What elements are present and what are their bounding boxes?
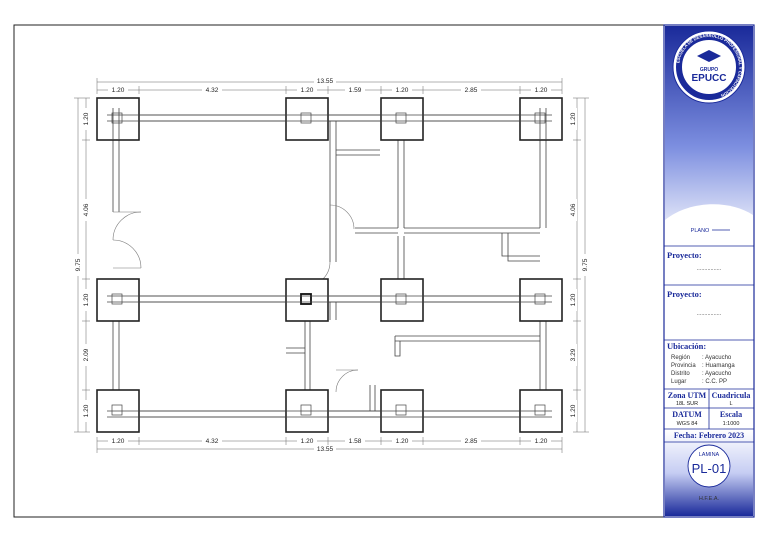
author-initials: H.F.E.A. bbox=[699, 496, 720, 502]
dim-total-right: 9.75 bbox=[582, 258, 589, 271]
dim-total-bottom: 13.55 bbox=[317, 446, 334, 453]
svg-text:1.20: 1.20 bbox=[570, 404, 577, 417]
svg-text:1:1000: 1:1000 bbox=[723, 421, 740, 427]
dims-top: 13.55 1.20 4.32 1.20 1.59 1.20 2.85 1.20 bbox=[108, 77, 551, 94]
svg-text:: Huamanga: : Huamanga bbox=[702, 363, 735, 369]
lamina-number: PL-01 bbox=[692, 461, 727, 476]
svg-text:3.29: 3.29 bbox=[570, 348, 577, 361]
dims-left: 1.20 4.06 1.20 2.09 1.20 9.75 bbox=[74, 108, 90, 422]
dims-right: 1.20 4.06 1.20 3.29 1.20 9.75 bbox=[569, 108, 589, 422]
svg-text:Escala: Escala bbox=[720, 410, 742, 419]
svg-text:4.32: 4.32 bbox=[206, 87, 219, 94]
svg-text:: C.C. PP: : C.C. PP bbox=[702, 379, 727, 385]
svg-text:1.20: 1.20 bbox=[570, 293, 577, 306]
svg-text:1.20: 1.20 bbox=[83, 293, 90, 306]
svg-text:: Ayacucho: : Ayacucho bbox=[702, 371, 732, 377]
svg-text:1.20: 1.20 bbox=[396, 438, 409, 445]
svg-text:1.20: 1.20 bbox=[112, 87, 125, 94]
dimension-lines bbox=[74, 78, 589, 453]
title-block: ESCUELA DE DESARROLLO PROFESIONAL Y CAPA… bbox=[663, 24, 755, 518]
svg-text:Cuadricula: Cuadricula bbox=[712, 391, 751, 400]
epucc-logo: ESCUELA DE DESARROLLO PROFESIONAL Y CAPA… bbox=[672, 30, 746, 104]
svg-text:2.85: 2.85 bbox=[465, 438, 478, 445]
svg-text:DATUM: DATUM bbox=[672, 410, 702, 419]
lamina-circle bbox=[687, 444, 731, 488]
svg-text:1.20: 1.20 bbox=[301, 87, 314, 94]
footings bbox=[96, 97, 563, 433]
svg-text:Lugar: Lugar bbox=[671, 379, 686, 385]
svg-text:1.20: 1.20 bbox=[535, 87, 548, 94]
svg-text:Provincia: Provincia bbox=[671, 363, 696, 369]
fecha-text: Fecha: Febrero 2023 bbox=[674, 431, 744, 440]
svg-text:Distrito: Distrito bbox=[671, 371, 690, 377]
svg-text:1.20: 1.20 bbox=[83, 404, 90, 417]
svg-text:1.58: 1.58 bbox=[349, 438, 362, 445]
graduation-cap-icon bbox=[697, 50, 721, 62]
svg-text:1.20: 1.20 bbox=[535, 438, 548, 445]
svg-text:2.85: 2.85 bbox=[465, 87, 478, 94]
svg-text:1.59: 1.59 bbox=[349, 87, 362, 94]
svg-text:2.09: 2.09 bbox=[83, 348, 90, 361]
svg-text:L: L bbox=[729, 401, 732, 407]
svg-text:GRUPO: GRUPO bbox=[700, 67, 718, 73]
svg-text:Zona UTM: Zona UTM bbox=[668, 391, 707, 400]
ubicacion-label: Ubicación: bbox=[667, 341, 706, 351]
dims-bottom: 1.20 4.32 1.20 1.58 1.20 2.85 1.20 13.55 bbox=[108, 437, 551, 453]
svg-text:LAMINA: LAMINA bbox=[699, 452, 720, 458]
svg-text:1.20: 1.20 bbox=[112, 438, 125, 445]
svg-text:1.20: 1.20 bbox=[396, 87, 409, 94]
svg-text:: Ayacucho: : Ayacucho bbox=[702, 355, 732, 361]
dim-total-top: 13.55 bbox=[317, 78, 334, 85]
svg-text:................: ................ bbox=[697, 266, 722, 272]
svg-text:4.06: 4.06 bbox=[570, 203, 577, 216]
plano-label: PLANO bbox=[691, 228, 710, 234]
svg-text:................: ................ bbox=[697, 311, 722, 317]
svg-text:WGS 84: WGS 84 bbox=[677, 421, 698, 427]
svg-text:1.20: 1.20 bbox=[301, 438, 314, 445]
svg-text:EPUCC: EPUCC bbox=[691, 73, 726, 84]
svg-text:1.20: 1.20 bbox=[570, 112, 577, 125]
walls-through-footings bbox=[107, 108, 552, 418]
dim-total-left: 9.75 bbox=[75, 258, 82, 271]
svg-text:Región: Región bbox=[671, 355, 690, 361]
proyecto2-label: Proyecto: bbox=[667, 289, 702, 299]
svg-text:18L SUR: 18L SUR bbox=[676, 401, 698, 407]
proyecto1-label: Proyecto: bbox=[667, 250, 702, 260]
svg-text:4.32: 4.32 bbox=[206, 438, 219, 445]
svg-text:1.20: 1.20 bbox=[83, 112, 90, 125]
svg-text:4.06: 4.06 bbox=[83, 203, 90, 216]
